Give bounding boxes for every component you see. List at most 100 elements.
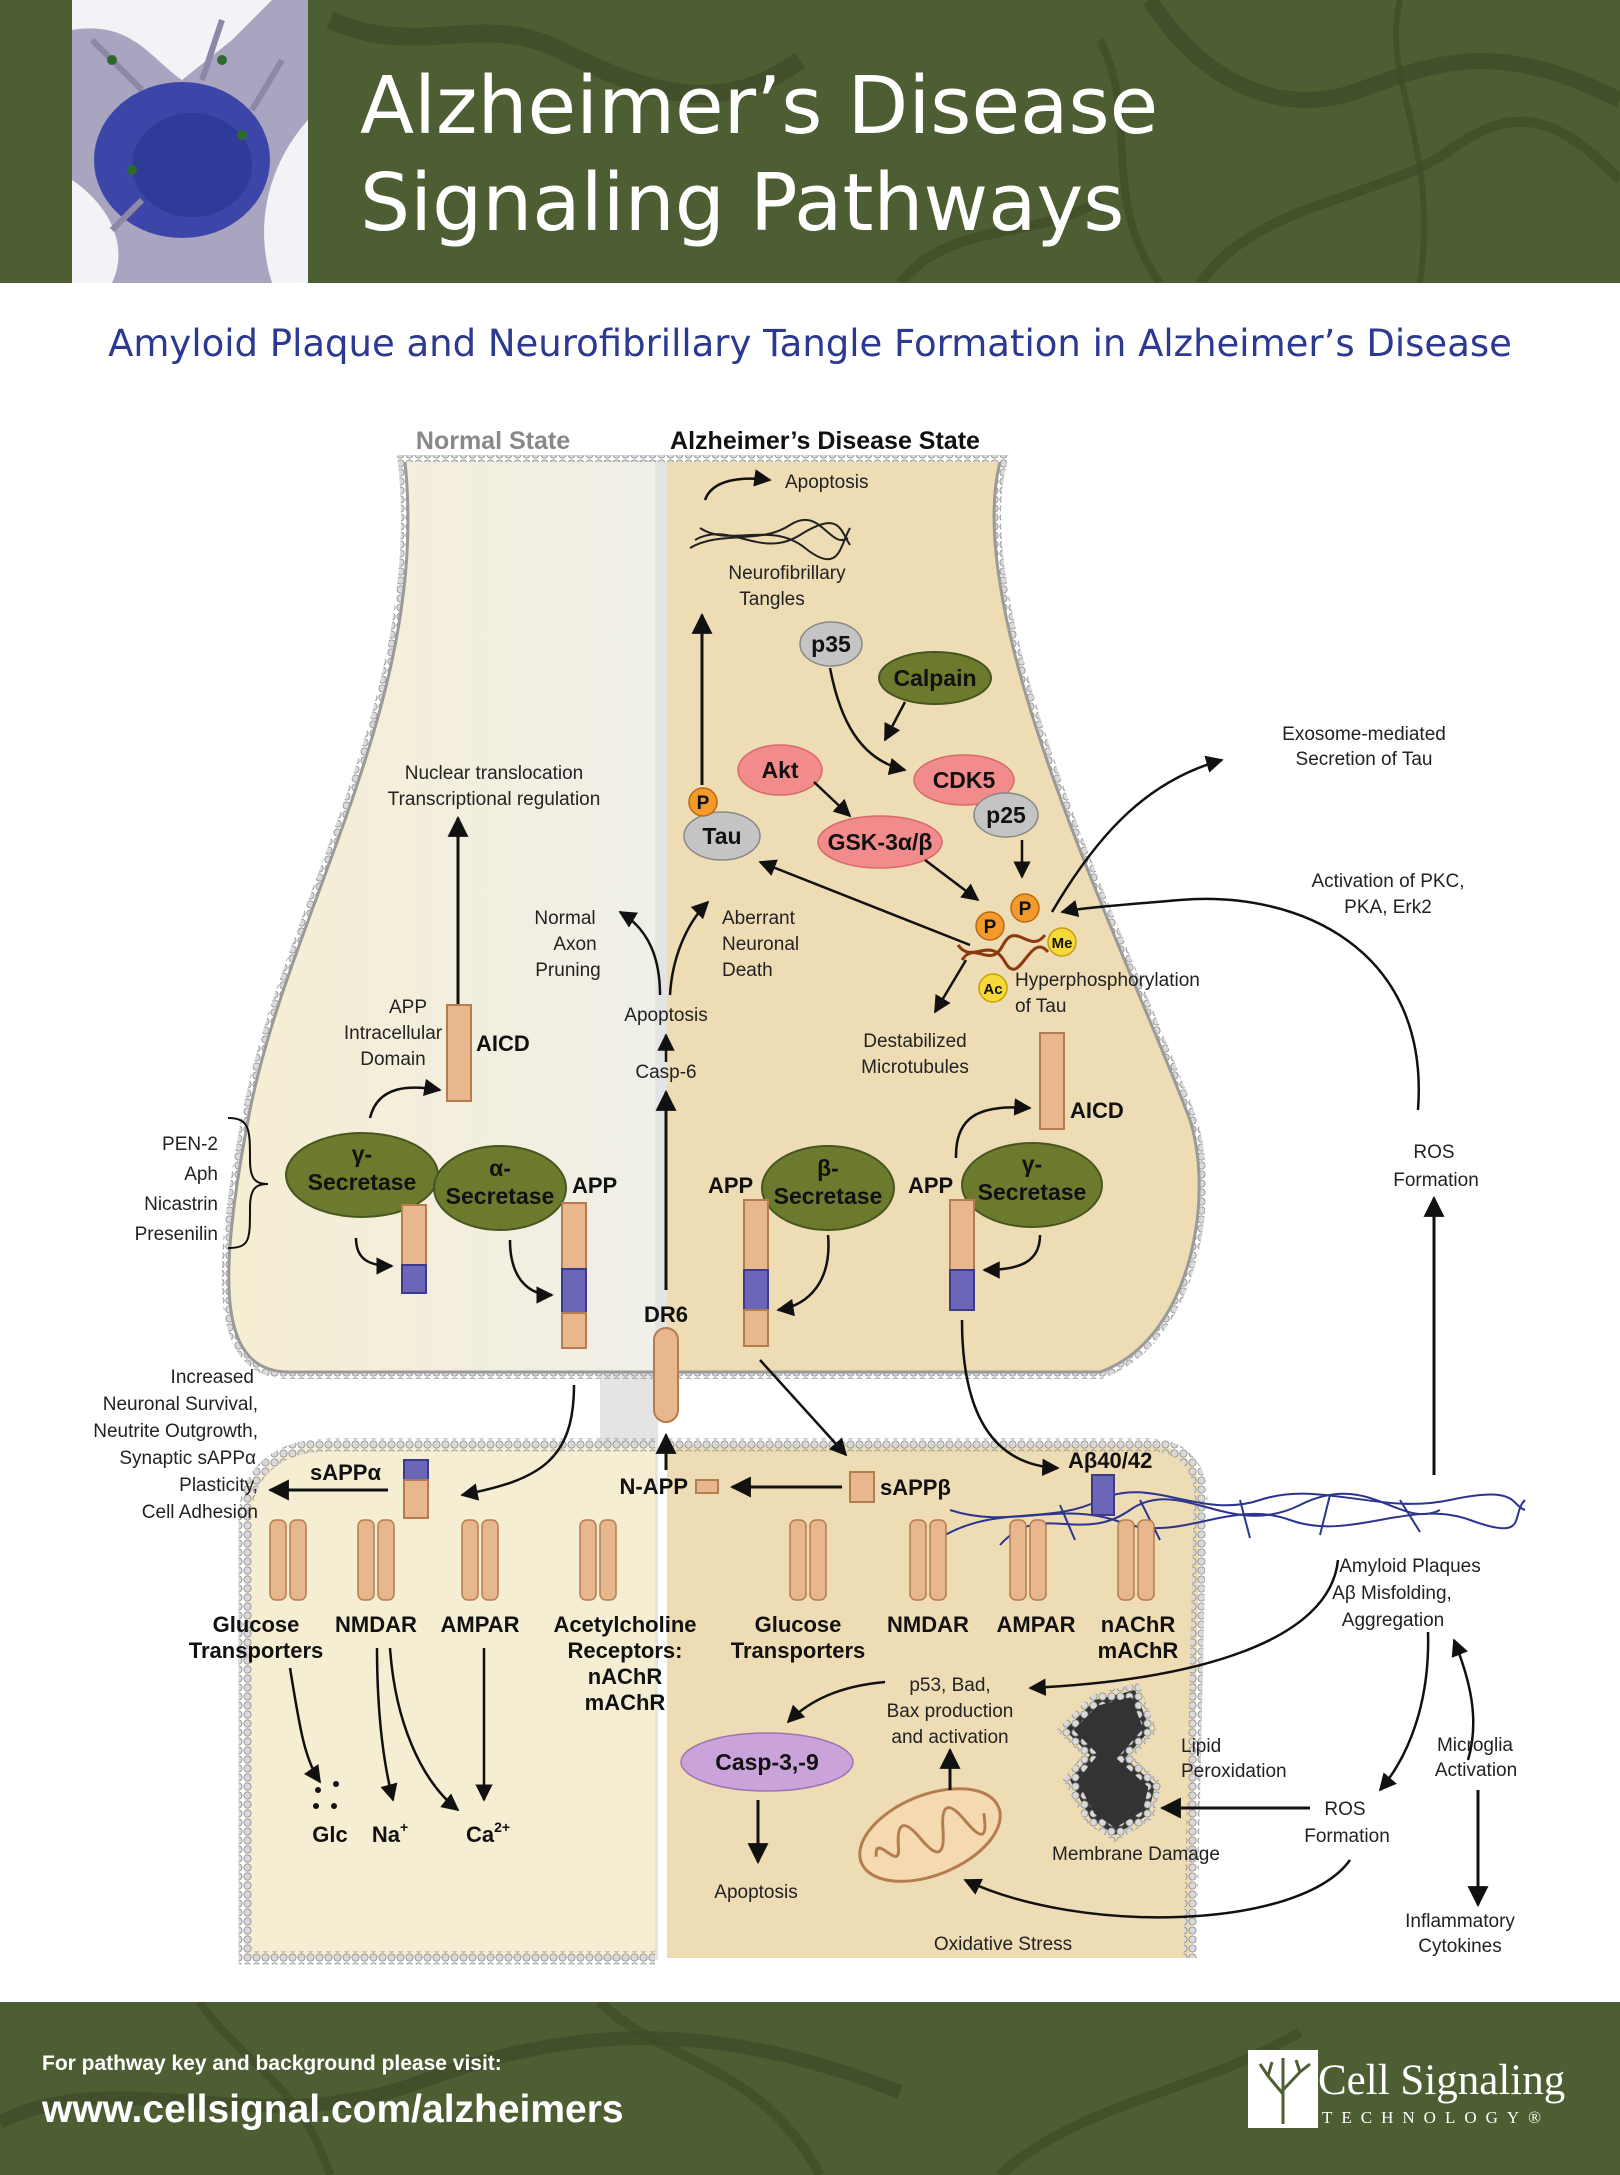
aberrant-label-1: Aberrant — [722, 908, 796, 929]
survival-label-1: Increased — [171, 1367, 254, 1388]
p35-label: p35 — [811, 631, 851, 657]
right-beta-app-abeta — [743, 1269, 769, 1311]
membrane-damage-lesion — [1056, 1682, 1162, 1843]
left-glucose-label-1: Glucose — [213, 1612, 300, 1637]
right-nachr-label: nAChR — [1101, 1612, 1176, 1637]
left-aicd-fragment — [446, 1004, 472, 1102]
ca-text: Ca — [466, 1822, 495, 1847]
ach-label-4: mAChR — [585, 1690, 666, 1715]
left-receptors — [269, 1519, 617, 1601]
right-gamma-app — [949, 1199, 975, 1271]
inflam-label-1: Inflammatory — [1405, 1911, 1515, 1932]
right-nmdar-label: NMDAR — [887, 1612, 969, 1637]
title-line-2: Signaling Pathways — [360, 157, 1125, 249]
cst-logo-registered: ® — [1528, 2108, 1542, 2127]
glc-label: Glc — [312, 1822, 347, 1847]
cst-logo-tech-text: TECHNOLOGY — [1322, 2108, 1529, 2127]
left-nmdar-label: NMDAR — [335, 1612, 417, 1637]
left-aicd-label: AICD — [476, 1031, 530, 1056]
ca-label: Ca2+ — [466, 1819, 510, 1847]
na-label: Na+ — [372, 1819, 408, 1847]
normal-label-1: Normal — [534, 908, 595, 929]
cdk5-node — [913, 754, 1015, 806]
header-vine-texture — [326, 0, 1620, 283]
right-gamma-secretase — [961, 1142, 1103, 1228]
right-receptors — [789, 1519, 1155, 1601]
footer-url-link[interactable]: www.cellsignal.com/alzheimers — [42, 2088, 624, 2131]
casp39-node — [680, 1732, 854, 1792]
right-beta-app — [743, 1199, 769, 1271]
survival-label-5: Plasticity, — [179, 1475, 258, 1496]
normal-label-3: Pruning — [535, 960, 601, 981]
lower-ros-label-2: Formation — [1304, 1826, 1390, 1847]
alpha-secretase — [433, 1145, 567, 1231]
exosome-label-1: Exosome-mediated — [1282, 724, 1446, 745]
left-app-abeta-segment — [561, 1268, 587, 1314]
tangle-fibers — [689, 518, 851, 561]
beta-secretase-label: Secretase — [774, 1183, 883, 1209]
normal-state-heading: Normal State — [416, 427, 570, 455]
membrane-label: Membrane Damage — [1052, 1844, 1220, 1865]
right-machr-label: mAChR — [1098, 1638, 1179, 1663]
activation-label-2: PKA, Erk2 — [1344, 897, 1432, 918]
left-gamma-abeta — [401, 1264, 427, 1294]
cst-logo-technology: TECHNOLOGY® — [1322, 2108, 1541, 2128]
destab-label-2: Microtubules — [861, 1057, 969, 1078]
sappb-fragment — [849, 1471, 875, 1503]
right-aicd-fragment — [1039, 1032, 1065, 1130]
casp39-label: Casp-3,-9 — [715, 1749, 819, 1775]
microglia-label-1: Microglia — [1437, 1735, 1513, 1756]
survival-label-4: Synaptic sAPPα — [119, 1448, 256, 1469]
disease-state-heading: Alzheimer’s Disease State — [670, 427, 980, 455]
survival-label-6: Cell Adhesion — [142, 1502, 258, 1523]
upper-neuron — [221, 455, 1207, 1379]
dr6-receptor — [653, 1327, 679, 1423]
ach-label-2: Receptors: — [568, 1638, 683, 1663]
tau-phospho-badge — [688, 787, 718, 817]
hyper-label-2: of Tau — [1015, 996, 1066, 1017]
calpain-node — [878, 651, 992, 705]
destab-label-1: Destabilized — [863, 1031, 967, 1052]
left-app-tail — [561, 1312, 587, 1349]
right-aicd-label: AICD — [1070, 1098, 1124, 1123]
tangles-label-2: Tangles — [739, 589, 805, 610]
tau-p-label: P — [697, 793, 710, 814]
p35-node — [799, 621, 863, 667]
diagram-subtitle: Amyloid Plaque and Neurofibrillary Tangl… — [108, 322, 1512, 365]
abeta-deposit — [1091, 1474, 1115, 1516]
gamma-app-label: APP — [908, 1173, 953, 1198]
presenilin-label: Presenilin — [135, 1224, 218, 1245]
sappb-label: sAPPβ — [880, 1475, 951, 1500]
gsk3-node — [817, 815, 943, 869]
alpha-secretase-label: Secretase — [446, 1183, 555, 1209]
left-app-label: APP — [572, 1173, 617, 1198]
footer-visit-text: For pathway key and background please vi… — [42, 2052, 502, 2075]
gamma-complex-brace — [227, 1117, 269, 1249]
akt-label: Akt — [761, 757, 798, 783]
lower-apoptosis-label: Apoptosis — [714, 1882, 797, 1903]
activation-label-1: Activation of PKC, — [1311, 871, 1464, 892]
app-icd-label-1: APP — [389, 997, 427, 1018]
right-gamma-app-abeta — [949, 1269, 975, 1311]
casp6-label: Casp-6 — [635, 1062, 696, 1083]
left-glucose-label-2: Transporters — [189, 1638, 324, 1663]
alpha-label: α- — [489, 1155, 511, 1181]
page-title: Alzheimer’s Disease Signaling Pathways — [360, 58, 1158, 252]
right-glucose-label-1: Glucose — [755, 1612, 842, 1637]
cst-tree-logo-icon — [1248, 2050, 1318, 2128]
dr6-label: DR6 — [644, 1302, 688, 1327]
napp-fragment — [695, 1479, 719, 1494]
right-beta-app-tail — [743, 1309, 769, 1347]
beta-secretase — [761, 1145, 895, 1231]
top-ros-label-1: ROS — [1413, 1142, 1454, 1163]
nicastrin-label: Nicastrin — [144, 1194, 218, 1215]
p25-label: p25 — [986, 802, 1026, 828]
left-gamma-secretase-label: Secretase — [308, 1169, 417, 1195]
nuclear-label-2: Transcriptional regulation — [388, 789, 601, 810]
app-icd-label-2: Intracellular — [344, 1023, 443, 1044]
survival-label-2: Neuronal Survival, — [103, 1394, 258, 1415]
right-gamma-secretase-label: Secretase — [978, 1179, 1087, 1205]
sappa-abeta-part — [403, 1459, 429, 1481]
abeta-label: Aβ40/42 — [1068, 1448, 1152, 1473]
ach-label-3: nAChR — [588, 1664, 663, 1689]
